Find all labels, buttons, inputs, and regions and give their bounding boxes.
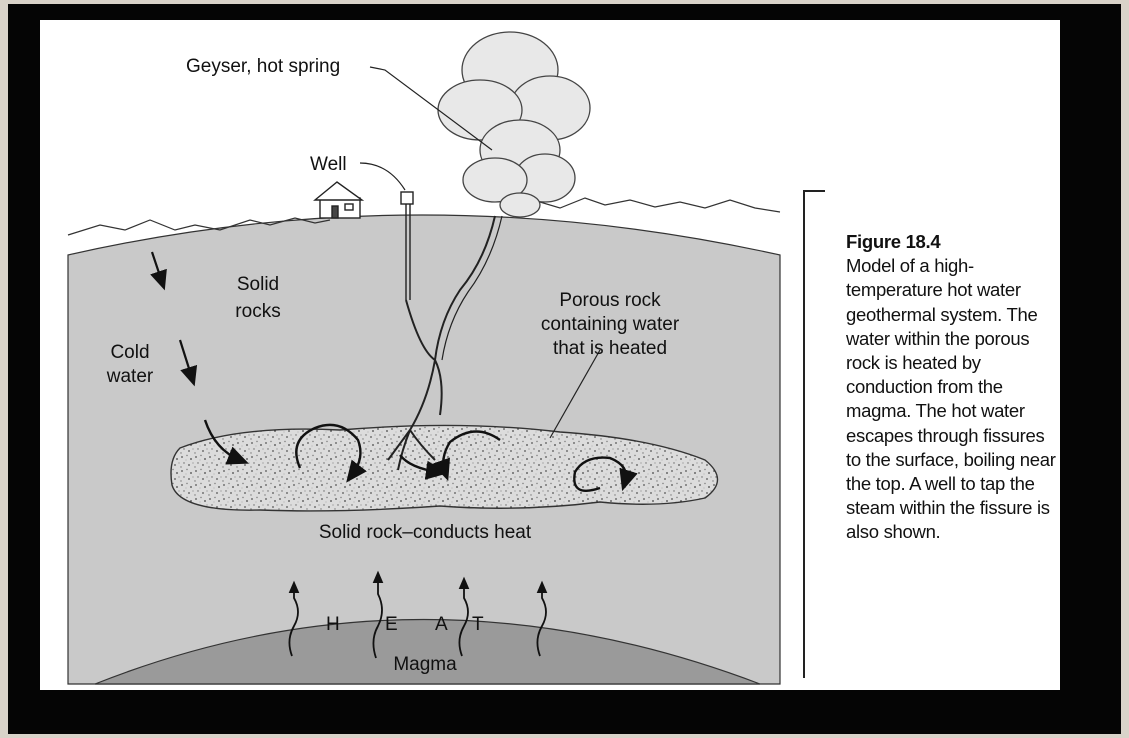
solid-rocks-label-line1: Solid xyxy=(237,274,279,295)
well-leader-line xyxy=(360,163,405,190)
heat-letter-t: T xyxy=(472,614,484,635)
well-label: Well xyxy=(310,154,347,175)
solid-rocks-label-line2: rocks xyxy=(235,301,280,322)
cold-water-label-line1: Cold xyxy=(110,342,149,363)
caption-divider-tick xyxy=(803,190,825,192)
figure-caption: Figure 18.4 Model of a high-temperature … xyxy=(846,230,1056,545)
steam-cloud xyxy=(438,32,590,217)
house-icon xyxy=(315,182,362,218)
caption-body: Model of a high-temperature hot water ge… xyxy=(846,255,1056,542)
geyser-label: Geyser, hot spring xyxy=(186,56,340,77)
cold-water-label-line2: water xyxy=(106,366,154,387)
figure-panel: Geyser, hot spring Well Solid rocks Cold… xyxy=(40,20,1060,690)
caption-divider xyxy=(803,190,805,678)
caption-title: Figure 18.4 xyxy=(846,230,1056,254)
porous-rock-label-line2: containing water xyxy=(541,314,680,335)
heat-letter-h: H xyxy=(326,614,340,635)
porous-rock-label-line1: Porous rock xyxy=(559,290,661,311)
magma-label: Magma xyxy=(393,654,457,675)
geothermal-diagram: Geyser, hot spring Well Solid rocks Cold… xyxy=(40,20,800,690)
heat-letter-a: A xyxy=(435,614,448,635)
heat-letter-e: E xyxy=(385,614,398,635)
solid-rock-conducts-label: Solid rock–conducts heat xyxy=(319,522,532,543)
porous-rock-label-line3: that is heated xyxy=(553,338,667,359)
